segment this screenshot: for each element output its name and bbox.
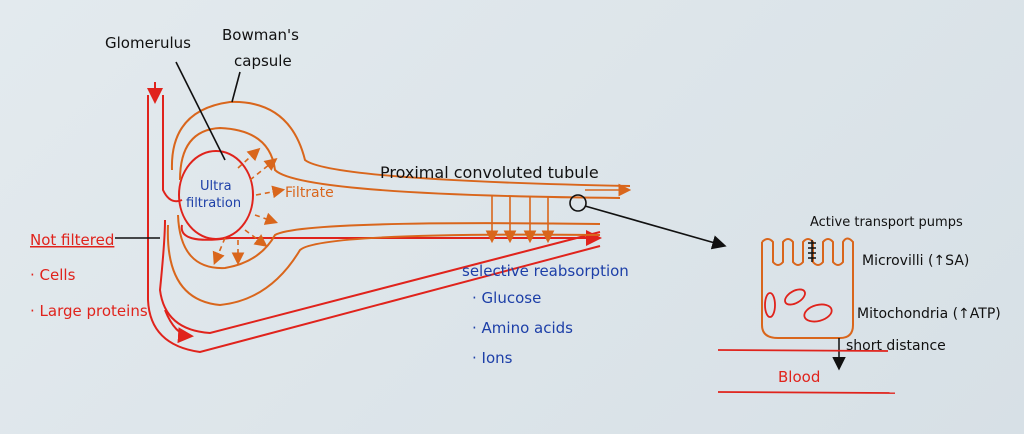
bowmans-capsule	[166, 100, 631, 307]
filtration-arrows	[212, 147, 286, 266]
reabsorbed-item: · Ions	[472, 349, 513, 367]
label-pumps: Active transport pumps	[810, 215, 963, 230]
label-bowmans-2: capsule	[234, 52, 292, 70]
label-bowmans-1: Bowman's	[222, 26, 299, 44]
epithelial-cell	[761, 237, 854, 339]
not-filtered-item: · Cells	[30, 266, 76, 284]
glomerulus	[178, 150, 254, 240]
zoom-circle	[569, 194, 587, 212]
blood-vessel	[147, 82, 602, 354]
label-mitochondria: Mitochondria (↑ATP)	[857, 306, 1001, 322]
label-selective-reabsorption: selective reabsorption	[462, 262, 629, 280]
glomerulus-leader	[175, 61, 226, 161]
zoom-arrow	[584, 205, 727, 250]
label-pct: Proximal convoluted tubule	[380, 163, 599, 182]
blood-boundary-top	[717, 349, 889, 352]
label-microvilli: Microvilli (↑SA)	[862, 253, 969, 269]
mitochondria-icon	[764, 288, 833, 323]
capsule-leader	[231, 71, 241, 103]
label-not-filtered: Not filtered	[30, 231, 114, 249]
reabsorbed-item: · Amino acids	[472, 319, 573, 337]
not-filtered-item: · Large proteins	[30, 302, 148, 320]
transport-pumps-icon	[808, 240, 816, 262]
label-glomerulus: Glomerulus	[105, 34, 191, 52]
label-ultra: Ultra	[200, 179, 232, 194]
label-blood: Blood	[778, 368, 820, 386]
label-filtrate: Filtrate	[285, 185, 334, 201]
label-filtration: filtration	[186, 196, 241, 211]
reabsorption-arrows	[485, 183, 632, 244]
reabsorbed-item: · Glucose	[472, 289, 541, 307]
blood-boundary-bottom	[717, 391, 896, 394]
label-short-distance: short distance	[846, 338, 946, 354]
